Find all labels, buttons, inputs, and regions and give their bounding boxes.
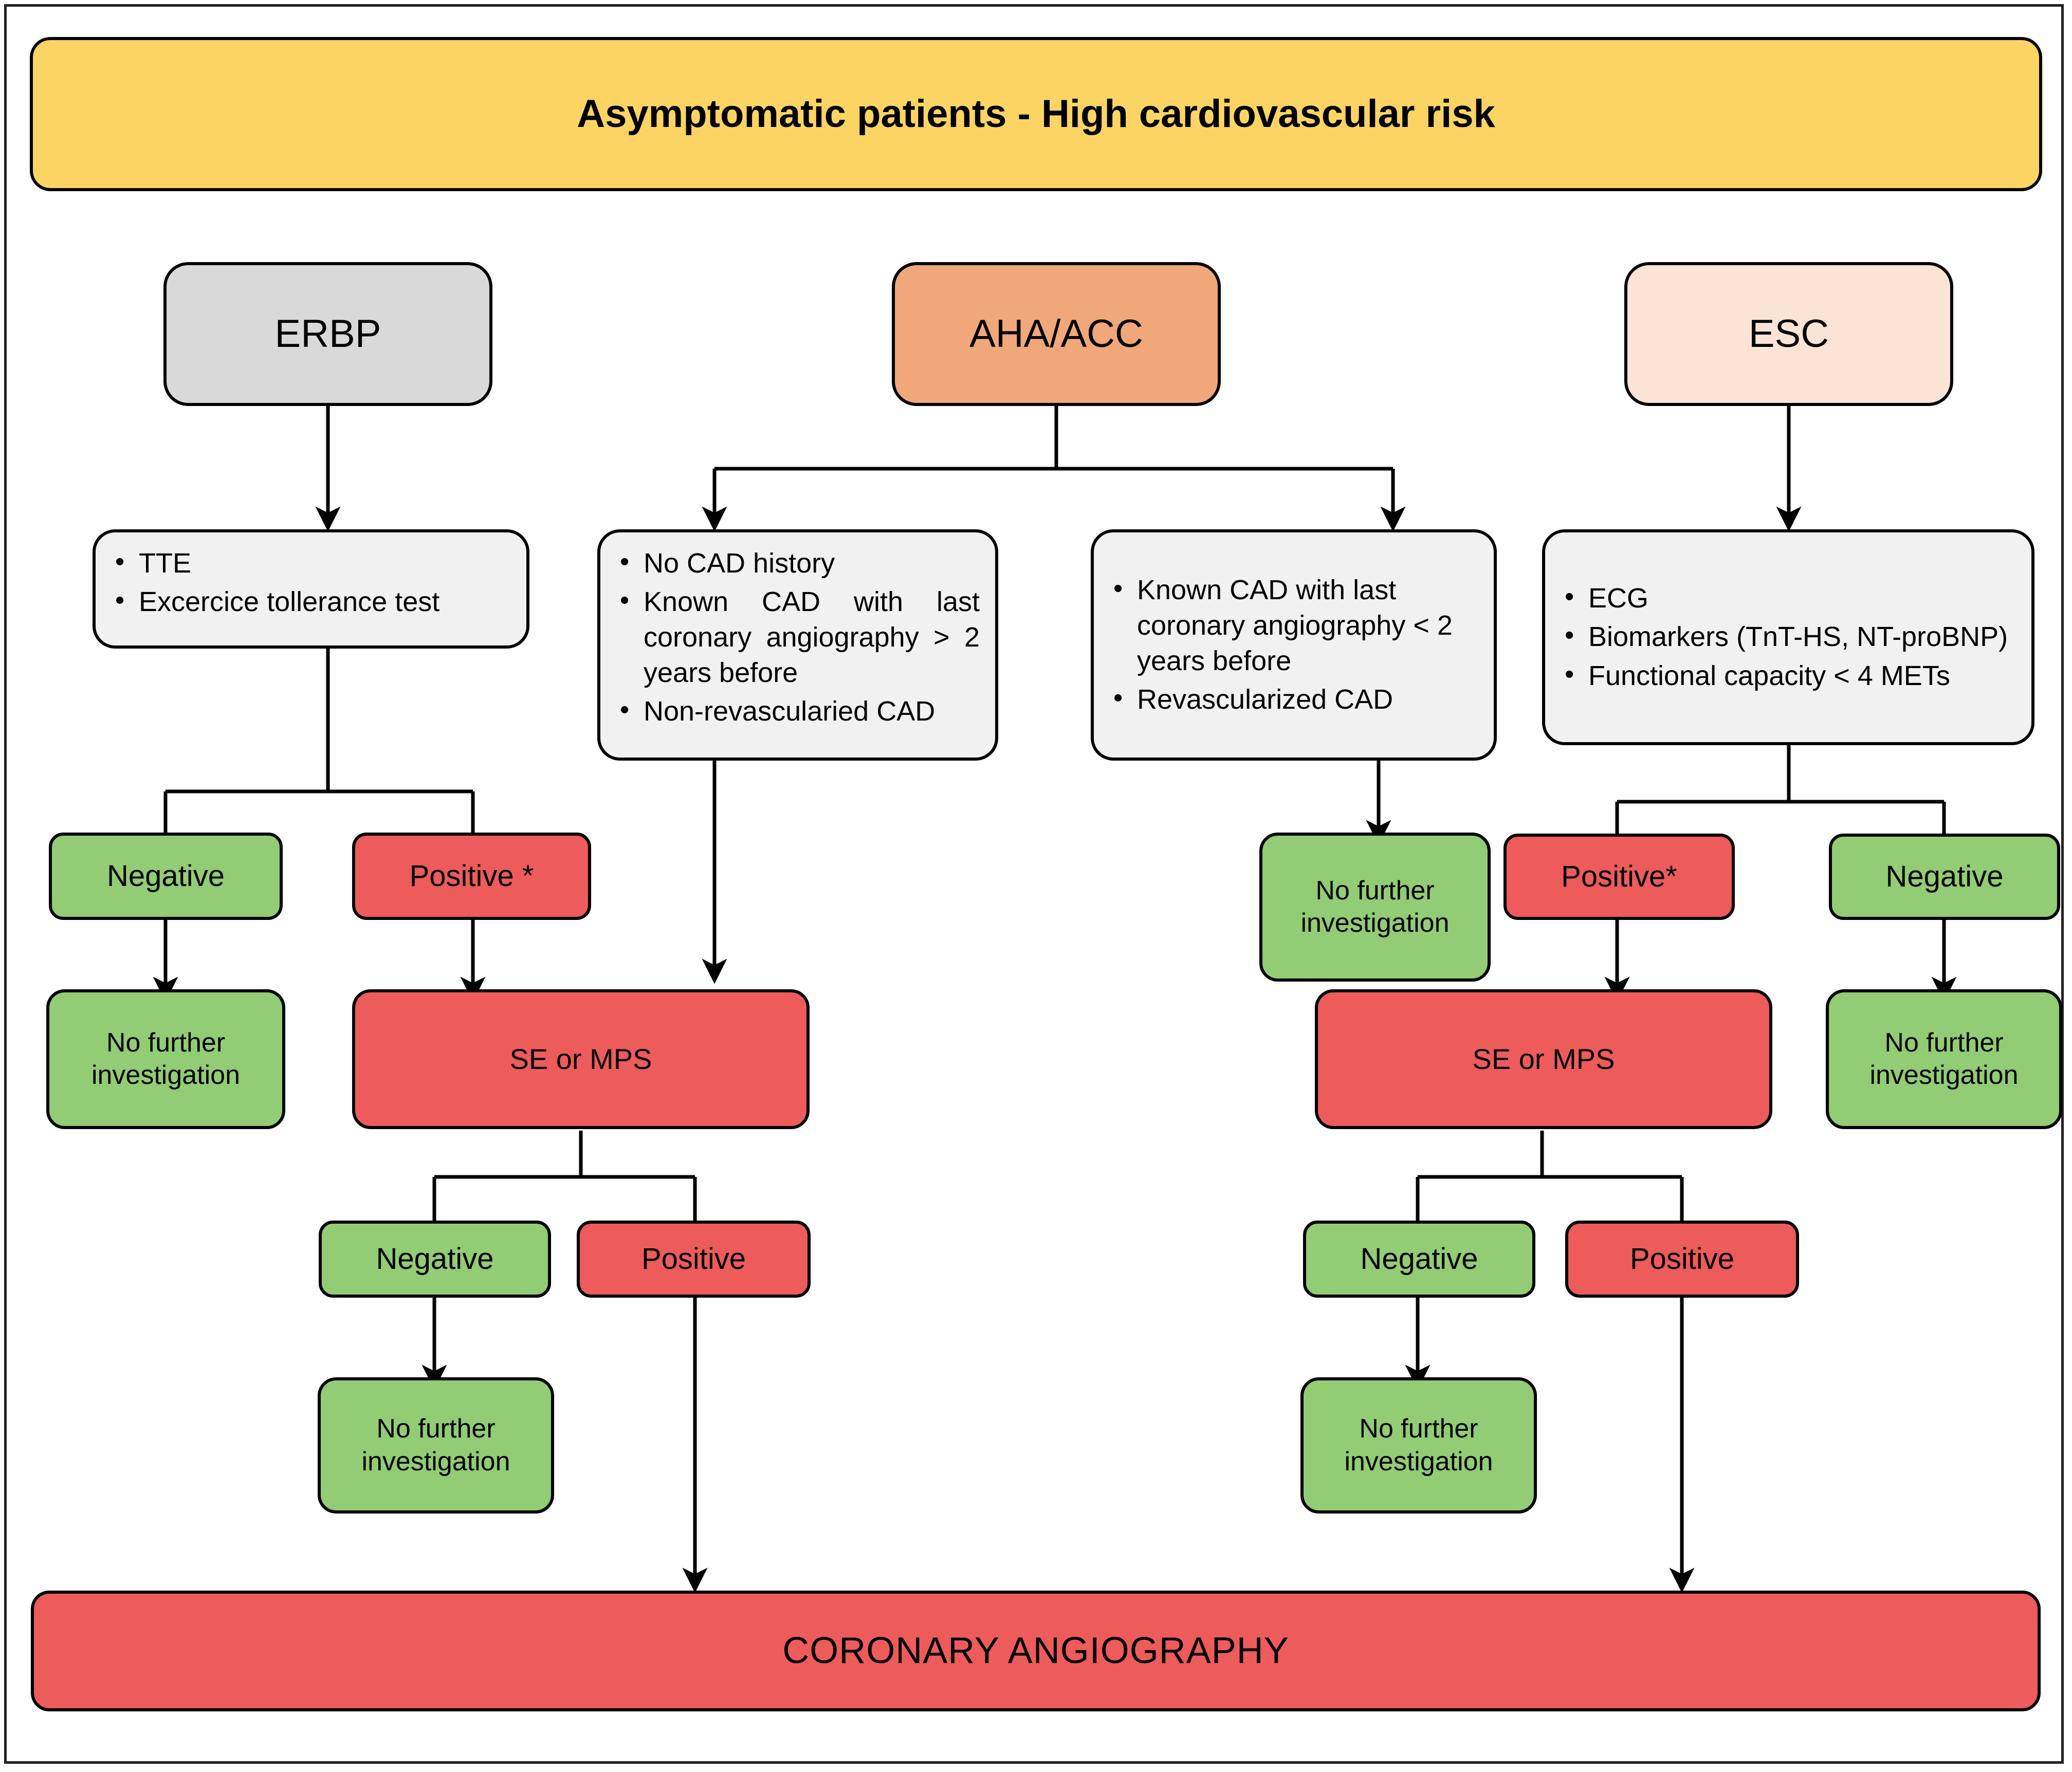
test-node-label: SE or MPS [509, 1042, 652, 1075]
outcome-label: Positive * [409, 859, 534, 893]
terminal-no-further-esc-neg: No further investigation [1826, 989, 2062, 1129]
outcome-esc-test-negative[interactable]: Negative [1303, 1221, 1535, 1298]
guideline-box-esc[interactable]: ESC [1624, 262, 1953, 406]
criteria-item: Excercice tollerance test [111, 583, 511, 620]
criteria-item: Non-revascularied CAD [616, 693, 980, 729]
outcome-label: Negative [376, 1242, 494, 1276]
criteria-box-esc: ECG Biomarkers (TnT-HS, NT-proBNP) Funct… [1542, 529, 2034, 745]
terminal-line-1: No further [376, 1414, 496, 1444]
criteria-item: ECG [1561, 580, 2016, 616]
terminal-line-1: No further [1315, 875, 1435, 906]
outcome-label: Negative [1360, 1242, 1478, 1276]
guideline-label-esc: ESC [1748, 311, 1829, 356]
coronary-angiography-label: CORONARY ANGIOGRAPHY [782, 1630, 1289, 1671]
criteria-item: Revascularized CAD [1109, 681, 1478, 717]
terminal-line-2: investigation [1300, 908, 1450, 938]
terminal-no-further-erbp-testneg: No further investigation [318, 1377, 554, 1513]
criteria-item: Biomarkers (TnT-HS, NT-proBNP) [1561, 618, 2016, 655]
outcome-erbp-negative[interactable]: Negative [49, 833, 283, 920]
criteria-list-erbp: TTE Excercice tollerance test [111, 545, 511, 620]
outcome-erbp-test-negative[interactable]: Negative [319, 1221, 551, 1298]
terminal-line-2: investigation [1344, 1446, 1493, 1476]
terminal-no-further-erbp-neg: No further investigation [46, 989, 285, 1129]
diagram-title-bar: Asymptomatic patients - High cardiovascu… [30, 37, 2042, 191]
terminal-line-2: investigation [1869, 1060, 2019, 1090]
outcome-esc-positive[interactable]: Positive* [1503, 834, 1735, 920]
criteria-item: No CAD history [616, 545, 980, 581]
outcome-label: Positive [1629, 1242, 1735, 1276]
guideline-box-aha[interactable]: AHA/ACC [892, 262, 1221, 406]
terminal-coronary-angiography: CORONARY ANGIOGRAPHY [31, 1591, 2041, 1711]
outcome-esc-test-positive[interactable]: Positive [1565, 1221, 1799, 1298]
outcome-erbp-test-positive[interactable]: Positive [577, 1221, 811, 1298]
terminal-line-1: No further [1359, 1414, 1478, 1444]
outcome-label: Positive* [1561, 859, 1677, 893]
guideline-label-erbp: ERBP [274, 311, 381, 356]
criteria-item: Known CAD with last coronary angiography… [1109, 571, 1478, 679]
criteria-list-esc: ECG Biomarkers (TnT-HS, NT-proBNP) Funct… [1561, 580, 2016, 694]
criteria-list-aha-left: No CAD history Known CAD with last coron… [616, 545, 980, 730]
terminal-line-2: investigation [361, 1446, 510, 1476]
test-node-label: SE or MPS [1472, 1042, 1615, 1075]
test-node-erbp-se-mps[interactable]: SE or MPS [352, 989, 810, 1129]
outcome-label: Positive [641, 1242, 746, 1276]
guideline-box-erbp[interactable]: ERBP [163, 262, 492, 406]
outcome-erbp-positive[interactable]: Positive * [352, 833, 591, 920]
outcome-esc-negative[interactable]: Negative [1829, 834, 2060, 920]
terminal-line-2: investigation [91, 1060, 241, 1090]
terminal-line-1: No further [1884, 1027, 2004, 1058]
terminal-line-1: No further [106, 1027, 226, 1058]
criteria-item: Known CAD with last coronary angiography… [616, 583, 980, 691]
criteria-item: Functional capacity < 4 METs [1561, 657, 2016, 694]
criteria-box-erbp: TTE Excercice tollerance test [93, 529, 529, 649]
terminal-no-further-aha: No further investigation [1259, 833, 1491, 982]
criteria-box-aha-left: No CAD history Known CAD with last coron… [597, 529, 998, 761]
terminal-no-further-esc-testneg: No further investigation [1300, 1377, 1537, 1513]
criteria-box-aha-right: Known CAD with last coronary angiography… [1091, 529, 1497, 761]
outcome-label: Negative [107, 859, 225, 893]
diagram-title: Asymptomatic patients - High cardiovascu… [577, 91, 1495, 136]
criteria-item: TTE [111, 545, 511, 581]
test-node-esc-se-mps[interactable]: SE or MPS [1315, 989, 1772, 1129]
guideline-label-aha: AHA/ACC [969, 311, 1143, 356]
criteria-list-aha-right: Known CAD with last coronary angiography… [1109, 571, 1478, 717]
outcome-label: Negative [1885, 859, 2004, 893]
